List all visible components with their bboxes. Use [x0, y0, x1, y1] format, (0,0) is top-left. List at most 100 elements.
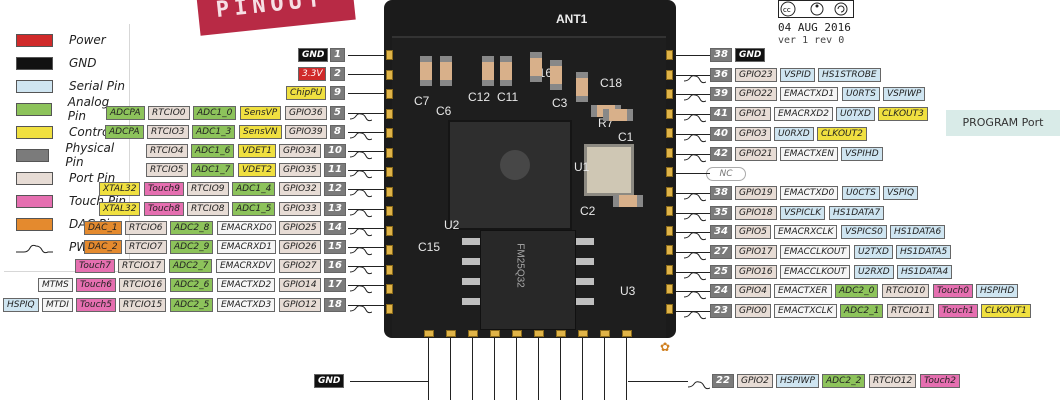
pin-function-tag: RTCIO9 — [187, 182, 229, 197]
pin-function-tag: VDET2 — [238, 163, 276, 178]
pin-function-tag: HSPIWP — [776, 374, 819, 388]
pin-function-tag: RTCIO12 — [869, 374, 917, 388]
flash-pin — [462, 278, 480, 285]
module-pad — [666, 147, 673, 158]
program-port-label: PROGRAM Port — [946, 110, 1060, 136]
pin-function-tag: RTCIO15 — [119, 297, 167, 312]
pin-function-tag: Touch8 — [144, 201, 184, 216]
legend-label: Control — [69, 125, 113, 139]
pin-function-tag: GPIO19 — [735, 185, 777, 200]
pin-function-tag: HSPIQ — [3, 297, 39, 312]
pin-number: 5 — [330, 105, 345, 120]
pin-function-tag: U0RXD — [774, 126, 814, 141]
legend-item: GND — [16, 55, 97, 71]
module-pad — [386, 186, 393, 197]
pin-function-tag: GPIO1 — [735, 107, 771, 122]
pin-function-tag: ADC2_5 — [170, 297, 214, 312]
module-pad — [556, 330, 566, 337]
pwm-wave-icon — [683, 129, 707, 142]
pwm-wave-icon — [683, 227, 707, 241]
pin-function-tag: Touch6 — [76, 278, 116, 293]
module-pad — [386, 108, 393, 119]
legend-label: Physical Pin — [65, 141, 115, 169]
module-pad — [386, 147, 393, 158]
pin-function-tag: HS1DATA4 — [897, 264, 953, 279]
module-pad — [386, 303, 393, 314]
power-tag: 3.3V — [298, 67, 327, 82]
pin-function-tag: EMACTXEN — [780, 146, 838, 161]
pin-function-tag: GPIO27 — [279, 259, 321, 274]
module-pad — [386, 50, 393, 60]
module-pad — [446, 330, 456, 337]
capacitor-component — [613, 195, 643, 207]
legend-label: Analog Pin — [67, 95, 110, 123]
pin-function-tag: GPIO16 — [735, 264, 777, 279]
bug-icon: ✿ — [660, 340, 671, 354]
pin-function-tag: EMACTXCLK — [774, 304, 837, 319]
pin-function-tag: XTAL32 — [99, 182, 141, 197]
module-pad — [666, 206, 673, 216]
flash-marking: FM25Q32 — [514, 243, 526, 288]
capacitor-component — [530, 52, 542, 82]
pwm-wave-icon — [349, 223, 373, 236]
pin-function-tag: VDET1 — [238, 144, 276, 158]
legend-item: Power — [16, 32, 106, 48]
pin-wire — [560, 337, 561, 400]
pin-function-tag: HS1DATA7 — [829, 205, 885, 220]
module-pad — [386, 225, 393, 236]
capacitor-component — [550, 60, 562, 90]
component-label: U1 — [574, 160, 590, 174]
component-label: C12 — [468, 90, 491, 104]
pin-number: 38 — [710, 48, 732, 62]
flash-pin — [576, 298, 594, 305]
module-pad — [666, 50, 673, 60]
creative-commons-icon: cc — [778, 0, 854, 18]
module-pad — [666, 186, 673, 197]
legend-swatch — [16, 148, 50, 162]
module-pad — [578, 330, 588, 337]
antenna-label: ANT1 — [556, 12, 588, 26]
capacitor-component — [500, 56, 512, 86]
flash-pin — [462, 298, 480, 305]
pin-function-tag: VSPICLK — [780, 205, 826, 220]
flash-pin — [576, 278, 594, 285]
pin-wire — [450, 337, 451, 400]
pin-wire — [676, 55, 710, 56]
legend-item: Port Pin — [16, 170, 115, 186]
pin-function-tag: ADC2_0 — [835, 284, 879, 299]
pin-function-tag: GPIO33 — [279, 201, 321, 216]
pin-function-tag: GPIO5 — [735, 225, 771, 240]
capacitor-component — [482, 56, 494, 86]
legend-swatch — [16, 56, 53, 70]
pin-function-tag: ADC2_7 — [169, 259, 213, 274]
pin-function-tag: XTAL32 — [99, 201, 141, 216]
crystal-component — [584, 144, 634, 196]
pin-wire — [626, 337, 627, 400]
pin-function-tag: GPIO21 — [735, 146, 777, 161]
flash-pin — [462, 258, 480, 265]
pin-function-tag: RTCIO17 — [118, 259, 166, 274]
pin-function-tag: CLKOUT2 — [817, 126, 867, 141]
pin-function-tag: DAC_2 — [84, 240, 122, 254]
pin-function-tag: DAC_1 — [84, 220, 122, 235]
pin-number: 34 — [710, 225, 732, 240]
pin-function-tag: U2RXD — [854, 264, 894, 279]
component-label: U2 — [444, 218, 460, 232]
pin-function-tag: EMACTXD2 — [217, 278, 276, 293]
legend-swatch — [16, 102, 52, 116]
svg-text:cc: cc — [783, 6, 791, 14]
module-pad — [666, 69, 673, 80]
pin-wire — [348, 55, 384, 56]
pin-function-tag: ADCPA — [105, 124, 144, 139]
gnd-tag: GND — [314, 374, 345, 388]
pin-function-tag: EMACRXD0 — [217, 220, 276, 235]
component-label: C3 — [552, 96, 568, 110]
pin-number: 18 — [324, 297, 346, 312]
pin-wire — [676, 173, 710, 175]
pin-number: 35 — [710, 205, 732, 220]
pin-function-tag: RTCIO16 — [119, 278, 167, 293]
pin-function-tag: ADC2_1 — [840, 304, 884, 319]
capacitor-component — [420, 56, 432, 86]
pin-function-tag: HS1DATA5 — [896, 245, 952, 259]
pwm-wave-icon — [683, 267, 707, 280]
